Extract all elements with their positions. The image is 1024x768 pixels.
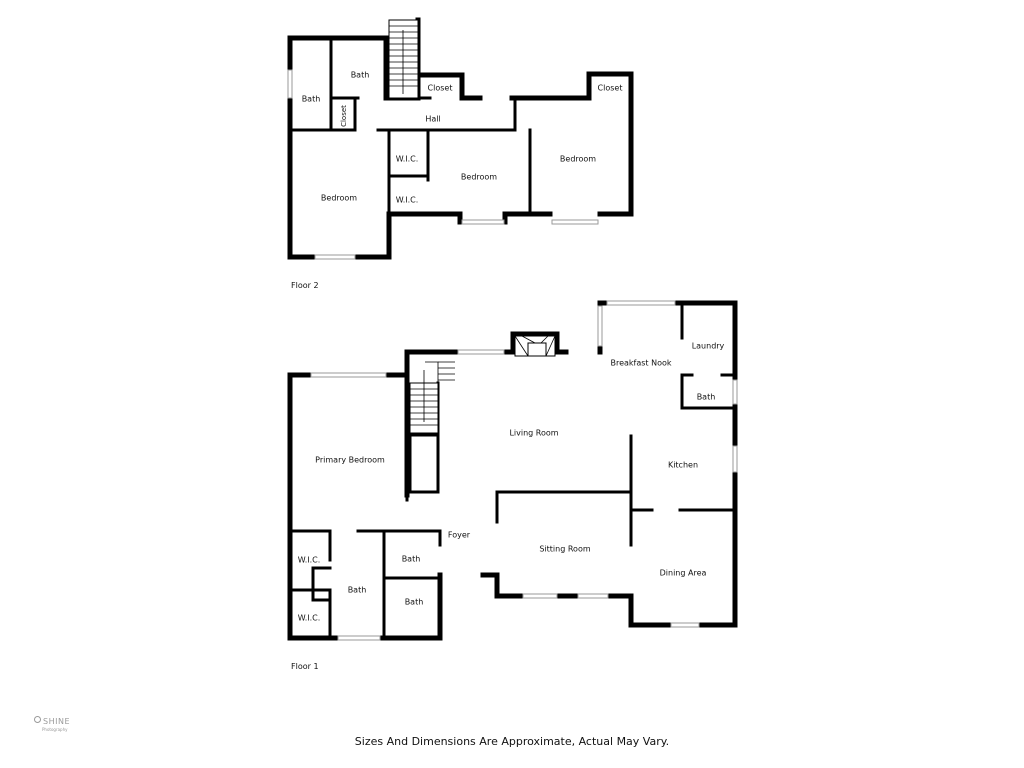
logo-brand-text: SHINE — [43, 717, 70, 726]
room-label-foyer: Foyer — [448, 531, 471, 540]
room-label-bedroom: Bedroom — [461, 173, 497, 182]
window — [461, 219, 505, 225]
floor-2-plan: Bath Bath Closet Closet Closet Hall W.I.… — [287, 17, 634, 290]
room-label-bath: Bath — [302, 95, 321, 104]
room-label-bath: Bath — [697, 393, 716, 402]
window — [597, 305, 603, 347]
room-label-dining-area: Dining Area — [660, 569, 707, 578]
fireplace — [514, 335, 556, 357]
room-label-laundry: Laundry — [692, 342, 725, 351]
disclaimer-text: Sizes And Dimensions Are Approximate, Ac… — [354, 735, 670, 748]
window — [606, 300, 676, 306]
floor-label: Floor 2 — [291, 281, 319, 290]
room-label-wic: W.I.C. — [396, 196, 419, 205]
room-label-sitting-room: Sitting Room — [539, 545, 590, 554]
room-label-living-room: Living Room — [509, 429, 558, 438]
room-label-wic: W.I.C. — [298, 614, 321, 623]
room-label-bedroom: Bedroom — [560, 155, 596, 164]
window — [577, 593, 609, 599]
window — [310, 372, 387, 378]
room-label-breakfast-nook: Breakfast Nook — [610, 359, 671, 368]
room-label-closet: Closet — [428, 84, 453, 93]
room-label-bath: Bath — [405, 598, 424, 607]
logo-sub-text: Photography — [42, 727, 68, 732]
window — [522, 593, 558, 599]
window — [732, 445, 738, 473]
room-label-wic: W.I.C. — [396, 155, 419, 164]
room-label-hall: Hall — [425, 115, 440, 124]
room-label-kitchen: Kitchen — [668, 461, 698, 470]
floor-1-plan: Primary Bedroom Living Room Breakfast No… — [287, 300, 738, 671]
brand-logo: SHINE Photography — [34, 709, 70, 732]
room-label-bedroom: Bedroom — [321, 194, 357, 203]
stairs-floor2 — [388, 19, 419, 99]
window — [732, 379, 738, 405]
window — [551, 219, 599, 225]
window — [337, 635, 381, 641]
room-label-wic: W.I.C. — [298, 556, 321, 565]
room-label-bath: Bath — [402, 555, 421, 564]
room-label-primary-bedroom: Primary Bedroom — [315, 456, 385, 465]
floor-label: Floor 1 — [291, 662, 319, 671]
window — [457, 349, 505, 355]
window — [314, 254, 356, 260]
window — [670, 622, 700, 628]
logo-ring-icon — [34, 716, 41, 723]
room-label-closet: Closet — [598, 84, 623, 93]
room-label-bath: Bath — [348, 586, 367, 595]
room-label-bath: Bath — [351, 71, 370, 80]
stairs-floor1 — [409, 361, 455, 434]
room-label-closet: Closet — [340, 105, 348, 127]
window — [287, 69, 293, 99]
